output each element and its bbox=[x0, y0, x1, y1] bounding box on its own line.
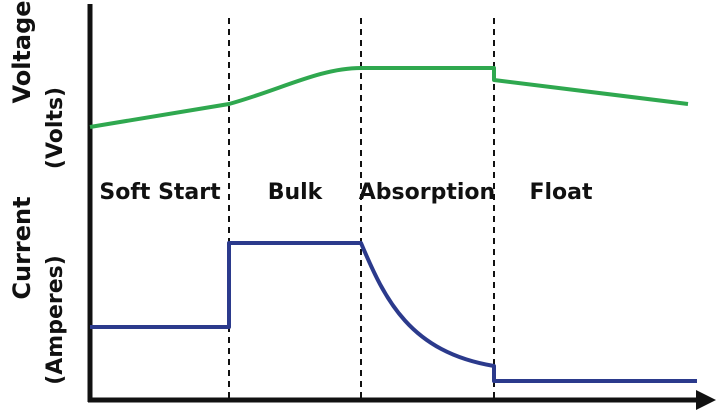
voltage-curve bbox=[89, 66, 689, 129]
voltage-axis-unit: (Volts) bbox=[43, 87, 68, 169]
stage-label-float: Float bbox=[529, 180, 593, 205]
stage-label-absorption: Absorption bbox=[359, 180, 495, 205]
stage-label-bulk: Bulk bbox=[268, 180, 324, 205]
voltage-axis-title: Voltage bbox=[8, 0, 36, 103]
current-axis-title: Current bbox=[8, 196, 36, 299]
x-axis-arrowhead bbox=[696, 390, 716, 410]
current-axis-unit: (Amperes) bbox=[43, 255, 68, 385]
stage-label-soft-start: Soft Start bbox=[99, 180, 221, 205]
current-curve bbox=[90, 241, 697, 383]
